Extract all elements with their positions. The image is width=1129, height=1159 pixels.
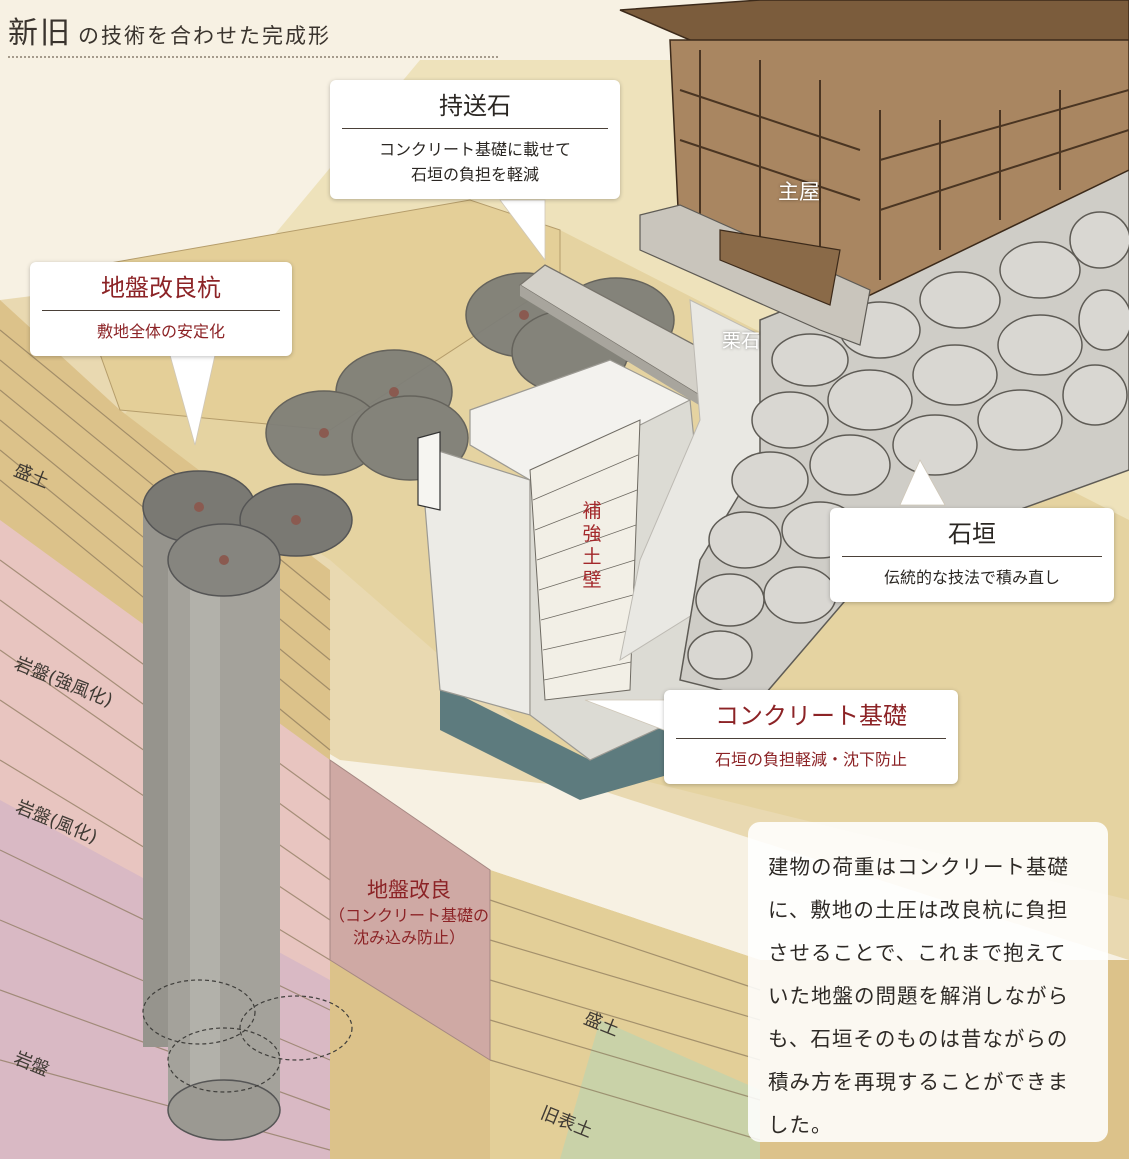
callout-stone-wall: 石垣 伝統的な技法で積み直し <box>830 508 1114 602</box>
improvement-piles <box>142 470 353 1141</box>
explanation-note: 建物の荷重はコンクリート基礎に、敷地の土圧は改良杭に負担させることで、これまで抱… <box>748 822 1108 1142</box>
callout-mochiokuri-title: 持送石 <box>342 90 608 129</box>
callout-mochiokuri: 持送石 コンクリート基礎に載せて 石垣の負担を軽減 <box>330 80 620 199</box>
ground-improvement-note: （コンクリート基礎の 沈み込み防止） <box>328 906 489 947</box>
callout-ground-piles: 地盤改良杭 敷地全体の安定化 <box>30 262 292 356</box>
callout-concrete-foundation-title: コンクリート基礎 <box>676 700 946 739</box>
label-ground-improvement: 地盤改良 （コンクリート基礎の 沈み込み防止） <box>318 875 500 949</box>
label-main-house: 主屋 <box>778 180 820 204</box>
callout-ground-piles-desc: 敷地全体の安定化 <box>96 322 225 341</box>
callout-stone-wall-desc: 伝統的な技法で積み直し <box>883 568 1060 587</box>
title-sub: の技術を合わせた完成形 <box>78 24 331 48</box>
callout-stone-wall-title: 石垣 <box>842 518 1102 557</box>
title-main: 新旧 <box>8 16 72 51</box>
callout-concrete-foundation: コンクリート基礎 石垣の負担軽減・沈下防止 <box>664 690 958 784</box>
ground-improvement-title: 地盤改良 <box>367 878 451 902</box>
callout-mochiokuri-desc: コンクリート基礎に載せて 石垣の負担を軽減 <box>378 140 571 184</box>
page-title: 新旧の技術を合わせた完成形 <box>8 8 331 52</box>
main-house <box>619 0 1129 346</box>
stone-wall <box>679 169 1129 701</box>
callout-concrete-foundation-desc: 石垣の負担軽減・沈下防止 <box>714 750 907 769</box>
title-rule <box>8 56 498 58</box>
label-kuriishi: 栗石 <box>722 330 761 352</box>
label-reinforced-wall: 補強土壁 <box>582 500 602 591</box>
callout-ground-piles-title: 地盤改良杭 <box>42 272 280 311</box>
